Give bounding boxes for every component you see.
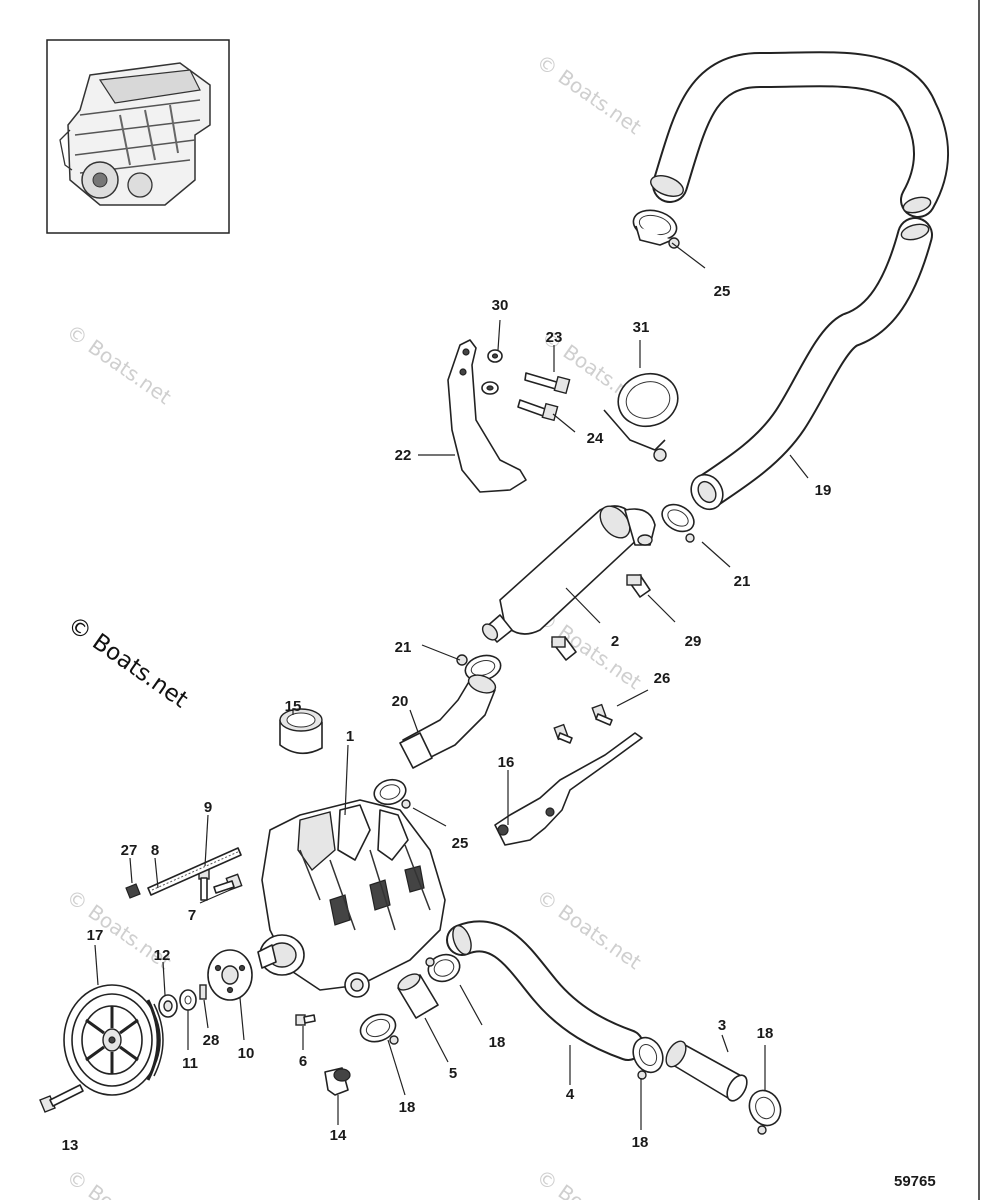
- watermark-lower-center: © Boats.net: [532, 884, 646, 974]
- callout-17: 17: [87, 927, 104, 944]
- callout-6: 6: [299, 1053, 307, 1070]
- callout-1: 1: [346, 728, 354, 745]
- callout-16: 16: [498, 754, 515, 771]
- callout-22: 22: [395, 447, 412, 464]
- callout-26: 26: [654, 670, 671, 687]
- hose-3: [665, 1040, 748, 1102]
- bolt-6: [295, 1014, 316, 1026]
- bolt-23: [524, 372, 571, 395]
- callout-18-b: 18: [489, 1034, 506, 1051]
- callout-7: 7: [188, 907, 196, 924]
- nut-27: [125, 883, 141, 899]
- watermark-top-center: © Boats.net: [532, 49, 646, 139]
- callout-13: 13: [62, 1137, 79, 1154]
- callout-18-a: 18: [399, 1099, 416, 1116]
- cap-15: [279, 708, 323, 755]
- hose-clamp-18-c: [632, 1036, 664, 1080]
- boats-net-watermark: © Boats.net: [63, 612, 193, 714]
- callout-23: 23: [546, 329, 563, 346]
- callout-5: 5: [449, 1065, 457, 1082]
- hub-10: [207, 949, 253, 1001]
- callout-2: 2: [611, 633, 619, 650]
- upper-hose-19: [650, 51, 949, 511]
- bolt-9: [198, 866, 210, 901]
- watermark-left: © Boats.net: [62, 319, 176, 409]
- heat-exchanger-2: [481, 505, 656, 643]
- callout-18-c: 18: [632, 1134, 649, 1151]
- callout-14: 14: [330, 1127, 347, 1144]
- bolt-7: [213, 873, 243, 894]
- bolt-13: [39, 1084, 84, 1113]
- spacer-12: [158, 994, 178, 1018]
- hose-clamp-18-a: [425, 953, 461, 983]
- watermark-bottom-left: © Boats.net: [62, 1164, 176, 1200]
- washers-30: [481, 349, 503, 395]
- callout-10: 10: [238, 1045, 255, 1062]
- bolt-26-b: [553, 723, 573, 744]
- callout-9: 9: [204, 799, 212, 816]
- watermark-bottom-center: © Boats.net: [532, 1164, 646, 1200]
- callout-15: 15: [285, 698, 302, 715]
- lower-hose-4: [446, 920, 644, 1061]
- pump-body-1: [257, 799, 446, 998]
- callout-3: 3: [718, 1017, 726, 1034]
- bolt-24: [517, 399, 559, 422]
- callout-20: 20: [392, 693, 409, 710]
- callout-8: 8: [151, 842, 159, 859]
- callout-29: 29: [685, 633, 702, 650]
- callout-27: 27: [121, 842, 138, 859]
- callout-24: 24: [587, 430, 604, 447]
- pulley-17: [63, 984, 164, 1096]
- callout-11: 11: [182, 1055, 198, 1072]
- stud-8: [147, 847, 242, 896]
- callout-labels: 25 30 23 31 22 24 19 21 29 2 21 26 20 15…: [62, 283, 832, 1154]
- bracket-16: [494, 732, 643, 846]
- callout-30: 30: [492, 297, 509, 314]
- washer-11: [179, 989, 197, 1011]
- hose-clamp-25-lower: [373, 778, 411, 809]
- hose-clamp-18-d: [748, 1089, 782, 1135]
- callout-31: 31: [633, 319, 650, 336]
- callout-4: 4: [566, 1086, 575, 1103]
- callout-21-lower: 21: [395, 639, 412, 656]
- key-28: [199, 984, 207, 1000]
- hose-clamp-21-lower: [456, 654, 502, 682]
- hose-clamp-21-upper: [661, 503, 695, 543]
- hose-clamp-25-top: [632, 209, 680, 249]
- fitting-near-cooler: [551, 636, 577, 661]
- callout-28: 28: [203, 1032, 220, 1049]
- bolt-26-a: [591, 703, 613, 726]
- engine-thumbnail: [46, 39, 230, 234]
- elbow-hose-20: [399, 674, 497, 769]
- callout-18-d: 18: [757, 1025, 774, 1042]
- callout-25-lower: 25: [452, 835, 469, 852]
- callout-21-upper: 21: [734, 573, 751, 590]
- callout-12: 12: [154, 947, 171, 964]
- callout-19: 19: [815, 482, 832, 499]
- leader-lines: [94, 242, 809, 1130]
- callout-25-top: 25: [714, 283, 731, 300]
- hose-clamp-18-b: [359, 1013, 399, 1045]
- hose-5: [397, 973, 439, 1019]
- bracket-22: [447, 339, 527, 493]
- diagram-number: 59765: [894, 1173, 936, 1190]
- fitting-29: [626, 574, 651, 598]
- hose-clamp-31: [603, 372, 679, 462]
- sensor-14: [324, 1067, 351, 1096]
